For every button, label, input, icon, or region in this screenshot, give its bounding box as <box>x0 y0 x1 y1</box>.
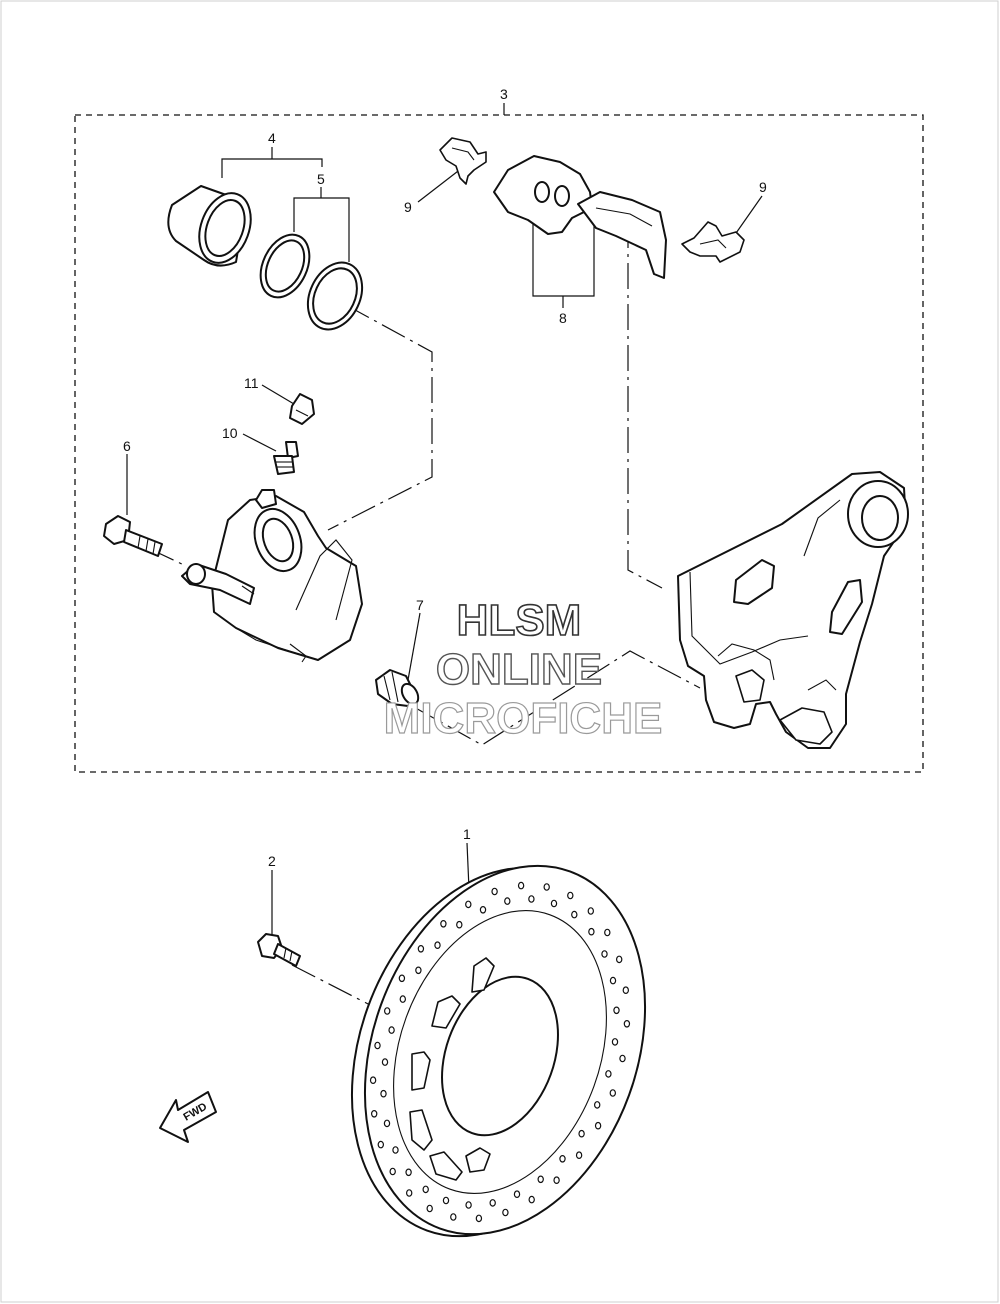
disc-hole <box>479 905 487 914</box>
disc-hole <box>623 1019 631 1028</box>
disc-hole <box>456 920 463 929</box>
disc-hole <box>399 995 406 1003</box>
callout-9-left: 9 <box>404 199 412 215</box>
callout-5: 5 <box>317 171 325 187</box>
disc-hole <box>502 1208 509 1217</box>
bolt-part-6 <box>103 515 163 557</box>
disc-hole <box>616 955 623 964</box>
disc-hole <box>604 928 611 937</box>
disc-hole <box>605 1070 612 1078</box>
disc-slots <box>409 957 495 1181</box>
seal-kit-part-5 <box>259 233 364 331</box>
disc-hole <box>392 1146 399 1154</box>
disc-hole <box>374 1041 381 1050</box>
disc-hole <box>594 1101 601 1109</box>
disc-hole <box>528 895 535 903</box>
disc-hole <box>588 927 595 936</box>
callout-2: 2 <box>268 853 276 869</box>
disc-bolt-part-2 <box>257 933 301 967</box>
disc-hole <box>381 1058 389 1066</box>
disc-hole <box>388 1026 395 1034</box>
forward-direction-arrow: FWD <box>159 1091 217 1143</box>
disc-hole <box>491 887 498 896</box>
disc-hole <box>465 900 472 909</box>
caliper-bracket <box>677 471 909 749</box>
disc-hole <box>550 899 558 908</box>
disc-hole <box>450 1213 457 1221</box>
watermark: HLSM ONLINE MICROFICHE <box>383 595 663 743</box>
callout-4: 4 <box>268 130 276 146</box>
brake-pad-kit-part-8 <box>493 155 667 279</box>
disc-hole <box>575 1151 583 1160</box>
disc-hole <box>567 891 574 900</box>
disc-hole <box>426 1204 433 1213</box>
disc-hole <box>405 1168 412 1177</box>
piston-part-4 <box>167 185 252 267</box>
callout-8: 8 <box>559 310 567 326</box>
callout-1: 1 <box>463 826 471 842</box>
disc-hole <box>559 1155 566 1163</box>
callout-3: 3 <box>500 86 508 102</box>
disc-hole <box>611 1038 619 1046</box>
disc-hole <box>371 1110 378 1118</box>
disc-hole <box>384 1007 391 1015</box>
disc-hole <box>553 1176 560 1185</box>
disc-hole <box>619 1054 626 1063</box>
disc-hole <box>380 1089 387 1098</box>
callout-numbers: 1 2 3 4 5 6 7 8 9 9 10 11 <box>123 86 767 869</box>
watermark-line-3: MICROFICHE <box>384 694 663 743</box>
watermark-line-1: HLSM <box>457 596 582 645</box>
disc-hole <box>517 881 525 890</box>
brake-disc-part-1 <box>350 864 647 1238</box>
disc-hole <box>417 944 425 953</box>
disc-hole <box>475 1214 483 1223</box>
disc-hole <box>609 1089 617 1097</box>
disc-hole <box>398 974 406 983</box>
disc-hole <box>578 1129 585 1138</box>
caliper-assembly-box <box>74 114 924 773</box>
disc-hole <box>587 907 595 915</box>
disc-hole <box>537 1175 544 1184</box>
pad-clip-part-9-left <box>439 137 487 185</box>
pad-clip-part-9-right <box>681 221 745 263</box>
disc-hole <box>377 1140 384 1149</box>
disc-hole <box>504 897 511 905</box>
disc-hole <box>422 1185 429 1194</box>
bleed-screw-part-10 <box>273 441 299 475</box>
disc-hole <box>609 976 617 985</box>
disc-hole <box>369 1076 377 1085</box>
disc-hole <box>489 1199 496 1207</box>
disc-hole <box>543 883 550 891</box>
disc-hole <box>622 986 630 995</box>
disc-hole <box>406 1189 413 1197</box>
bleed-cap-part-11 <box>289 393 315 425</box>
disc-drilled-holes <box>369 881 631 1223</box>
disc-hole <box>594 1121 602 1130</box>
disc-hole <box>415 966 422 975</box>
disc-hole <box>528 1195 535 1204</box>
disc-hole <box>383 1119 391 1128</box>
disc-hole <box>389 1167 396 1176</box>
callout-7: 7 <box>416 597 424 613</box>
disc-hole <box>465 1201 472 1209</box>
disc-hole <box>613 1006 620 1015</box>
disc-hole <box>440 919 447 928</box>
caliper-body <box>181 489 363 663</box>
watermark-line-2: ONLINE <box>436 645 602 694</box>
disc-hole <box>571 910 578 919</box>
disc-hole <box>442 1196 450 1205</box>
callout-10: 10 <box>222 425 238 441</box>
disc-hole <box>434 941 441 950</box>
callout-leaders <box>126 103 763 935</box>
disc-hole <box>601 950 608 958</box>
callout-6: 6 <box>123 438 131 454</box>
callout-9-right: 9 <box>759 179 767 195</box>
boot-part-7 <box>375 669 420 707</box>
disc-hole <box>513 1190 521 1199</box>
callout-11: 11 <box>244 375 259 391</box>
